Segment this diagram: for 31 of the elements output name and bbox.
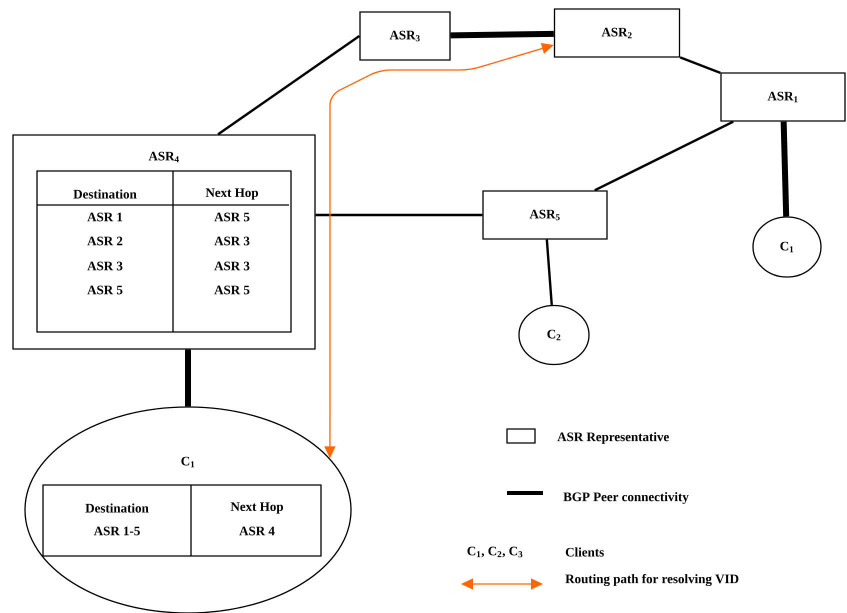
router-box: ASR$_{5}$ [482,190,608,240]
table-cell: ASR 5 [214,286,250,294]
peer-line [780,122,790,216]
legend-text: BGP Peer connectivity [563,492,689,504]
table-cell: ASR 3 [214,262,250,270]
legend-text: ASR Representative [557,432,669,444]
peer-line [217,35,360,136]
peer-line [450,30,554,38]
table-cell: ASR 5 [87,286,122,294]
peer-line [185,350,191,406]
table-cell: ASR 3 [87,262,122,270]
table-cell: ASR 1-5 [94,526,140,536]
legend-text: Clients [566,547,604,557]
table-cell: ASR 1 [87,212,122,222]
table-cell: Destination [85,503,149,513]
legend-text: Routing path for resolving VID [565,574,738,586]
router-box: ASR$_{1}$ [720,72,846,122]
table-cell: Next Hop [206,188,258,200]
table-cell: ASR 4 [239,526,275,536]
table-cell: ASR 3 [214,236,250,246]
legend-sample: C$_{1}$, C$_{2}$, C$_{3}$ [467,546,522,558]
table-cell: ASR 2 [87,236,122,246]
peer-line [680,56,721,74]
router-box: ASR$_{3}$ [359,11,451,61]
table-cell: Next Hop [230,502,283,514]
peer-line [316,214,482,216]
router-box: ASR$_{2}$ [554,8,680,58]
peer-line [594,120,734,192]
peer-line [546,240,553,305]
table-cell: ASR 5 [214,212,250,222]
table-cell: Destination [73,189,137,199]
